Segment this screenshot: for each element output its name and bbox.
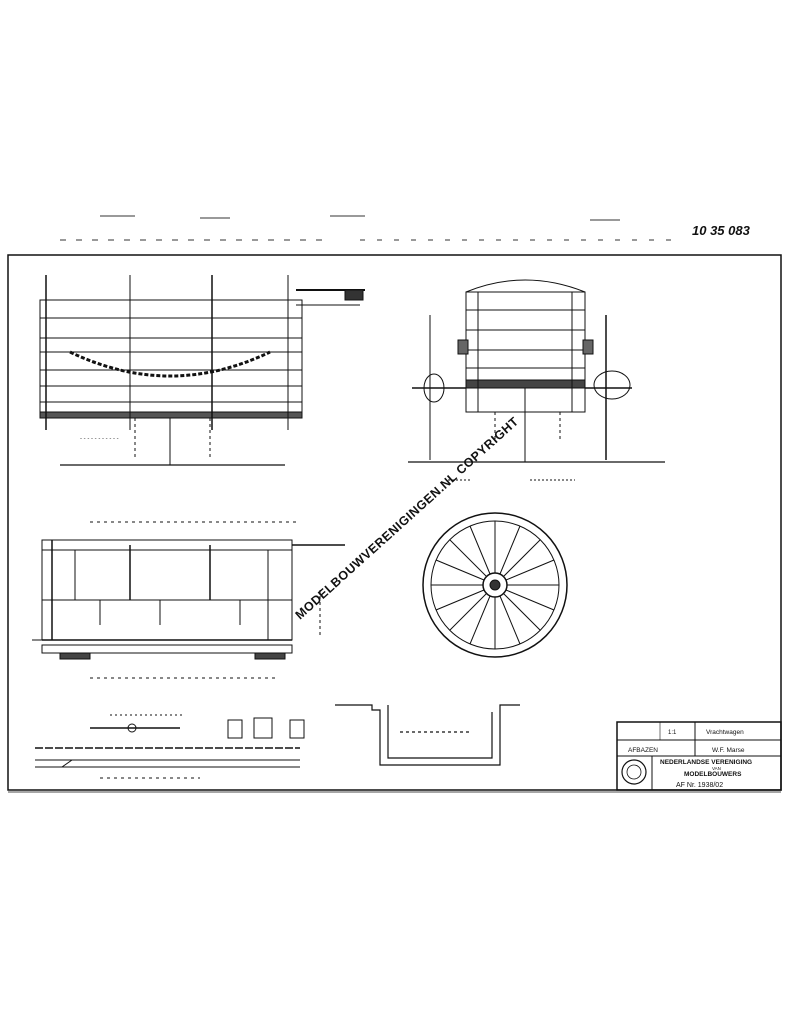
title-association-line1: NEDERLANDSE VERENIGING xyxy=(660,759,752,766)
title-item-name: Vrachtwagen xyxy=(706,729,744,736)
end-elevation-view xyxy=(408,279,665,481)
header-strip xyxy=(60,215,680,241)
association-seal-icon xyxy=(621,759,647,785)
side-elevation-view: - - - - - - - - - - - xyxy=(39,275,365,466)
drawing-number: 10 35 083 xyxy=(692,223,751,238)
title-archive-number: AF Nr. 1938/02 xyxy=(676,782,723,789)
bracket-detail xyxy=(335,704,520,766)
title-material: AFBAZEN xyxy=(628,747,658,754)
plan-view xyxy=(32,521,345,679)
sheet-border xyxy=(7,254,782,791)
detail-parts xyxy=(35,714,305,779)
title-association-line3: MODELBOUWERS xyxy=(684,771,742,778)
wheel-view xyxy=(422,512,568,658)
title-scale: 1:1 xyxy=(668,730,677,736)
title-block xyxy=(616,721,782,791)
title-drafter: W.F. Marse xyxy=(712,747,745,754)
copyright-watermark: MODELBOUWVERENIGINGEN.NL COPYRIGHT xyxy=(293,414,522,622)
svg-text:- - - - - - - - - - -: - - - - - - - - - - - xyxy=(80,436,119,442)
title-association-line2: VAN xyxy=(712,766,721,771)
